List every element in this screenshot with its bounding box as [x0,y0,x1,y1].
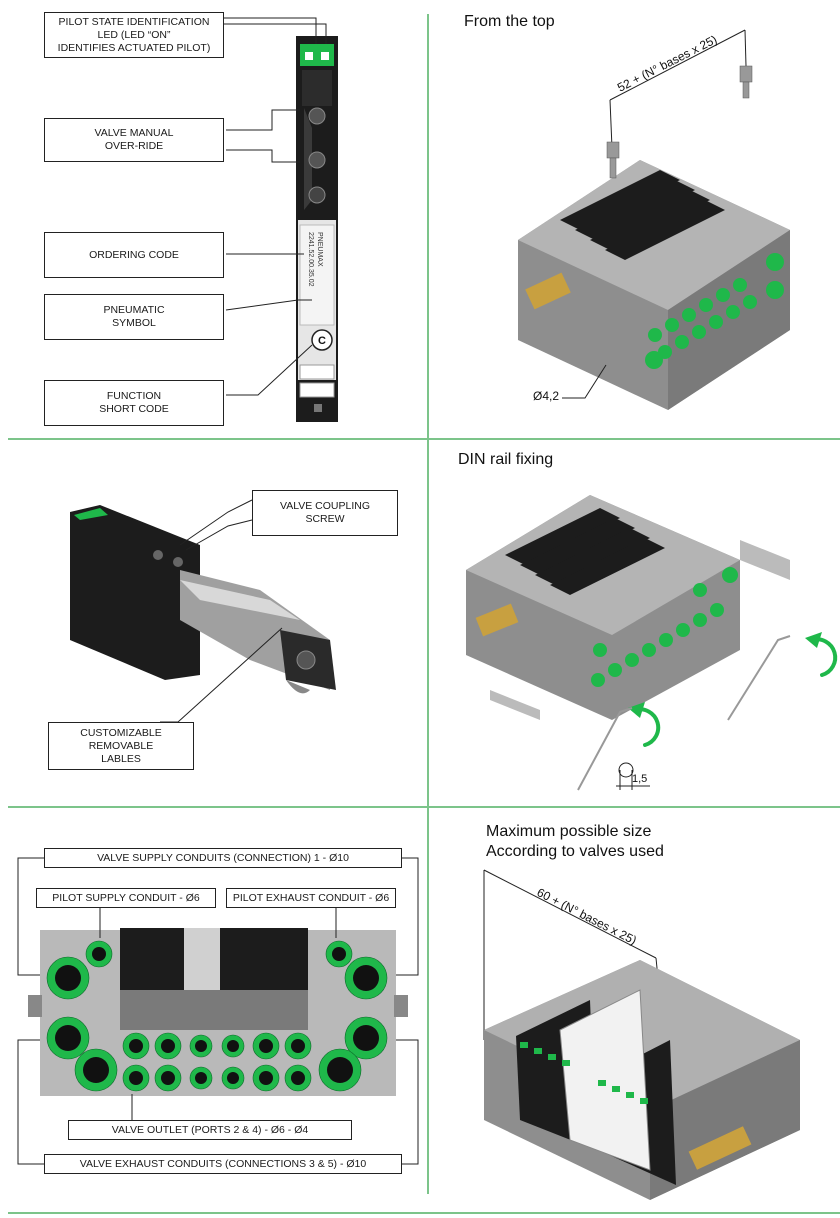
supply-conduit-callout: VALVE SUPPLY CONDUITS (CONNECTION) 1 - Ø… [44,848,402,868]
max-size-dimension: 60 + (N° bases x 25) [535,885,639,947]
function-code-callout: FUNCTION SHORT CODE [44,380,224,426]
coupling-screw-callout: VALVE COUPLING SCREW [252,490,398,536]
coupling-valve-illustration [70,505,336,694]
exhaust-conduit-callout: VALVE EXHAUST CONDUITS (CONNECTIONS 3 & … [44,1154,402,1174]
single-valve-illustration: C PNEUMAX 2241.52.00.35.02 [296,36,338,422]
valve-outlet-callout: VALVE OUTLET (PORTS 2 & 4) - Ø6 - Ø4 [68,1120,352,1140]
led-callout: PILOT STATE IDENTIFICATION LED (LED “ON”… [44,12,224,58]
grid-divider-row2 [8,806,840,808]
valve-code-text: 2241.52.00.35.02 [307,232,314,287]
top-view-manifold-illustration [518,160,790,410]
wrench-size-label: 1,5 [632,773,647,785]
function-code-badge: C [318,335,326,347]
max-size-title-line1: Maximum possible size [486,823,652,840]
manifold-ports-illustration [28,928,408,1096]
grid-divider-vertical [427,14,429,1194]
ordering-code-callout: ORDERING CODE [44,232,224,278]
manual-override-callout: VALVE MANUAL OVER-RIDE [44,118,224,162]
grid-divider-bottom [8,1212,840,1214]
top-view-title: From the top [464,13,555,30]
removable-labels-callout: CUSTOMIZABLE REMOVABLE LABLES [48,722,194,770]
max-size-title-line2: According to valves used [486,843,664,860]
mounting-hole-dimension: Ø4,2 [533,389,559,403]
pilot-exhaust-callout: PILOT EXHAUST CONDUIT - Ø6 [226,888,396,908]
din-rail-title: DIN rail fixing [458,451,554,468]
max-size-manifold-illustration [484,960,800,1200]
pilot-supply-callout: PILOT SUPPLY CONDUIT - Ø6 [36,888,216,908]
valve-brand-text: PNEUMAX [316,232,323,267]
grid-divider-row1 [8,438,840,440]
pneumatic-symbol-callout: PNEUMATIC SYMBOL [44,294,224,340]
din-rail-manifold-illustration [466,495,790,720]
